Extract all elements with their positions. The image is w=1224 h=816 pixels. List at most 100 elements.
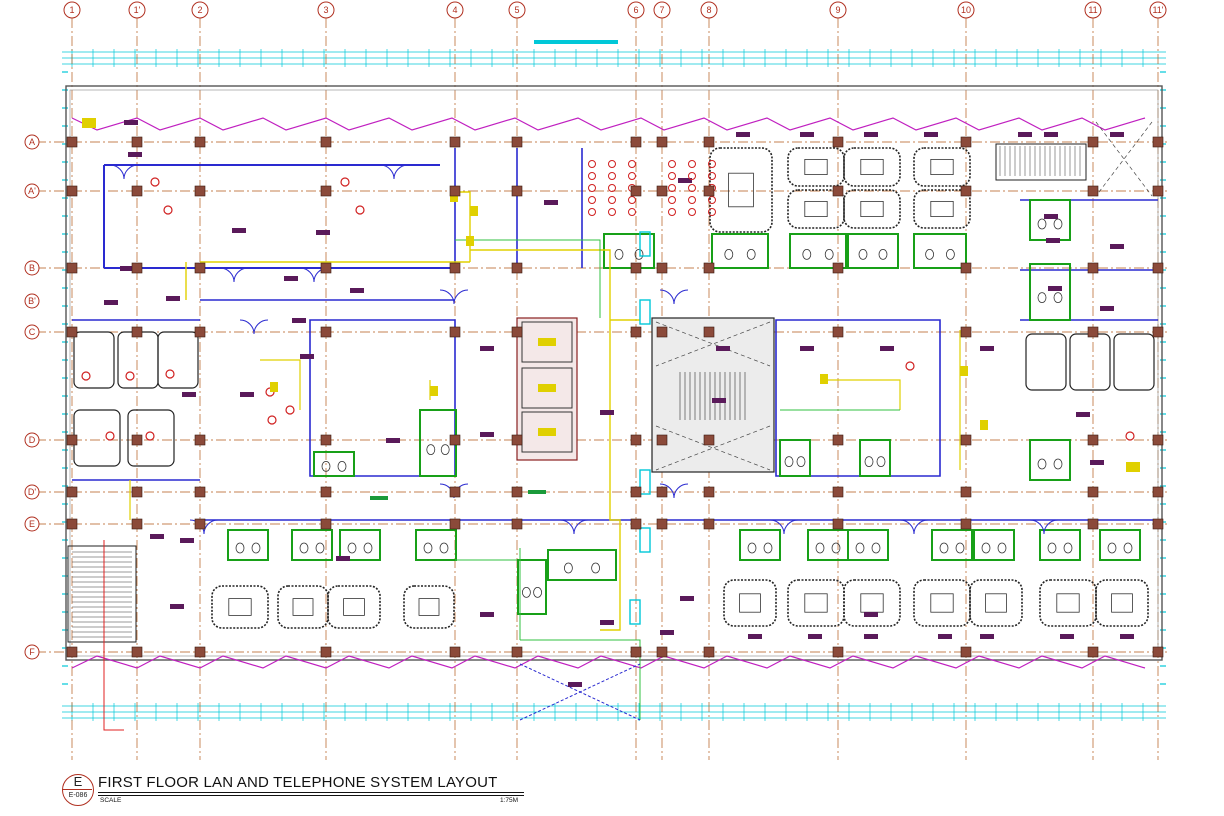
patient-bed <box>930 158 954 175</box>
seating-fixture <box>608 208 616 216</box>
double-door <box>899 519 929 535</box>
grid-bubble-column <box>1149 1 1167 19</box>
structural-column <box>703 136 715 148</box>
wc-fixture <box>347 542 357 554</box>
structural-column <box>703 518 715 530</box>
wc-fixture <box>802 248 812 260</box>
structural-column <box>656 326 668 338</box>
toilet-room <box>1029 199 1071 241</box>
telephone-run <box>455 239 900 411</box>
structural-column <box>1087 518 1099 530</box>
equipment-tag <box>1100 306 1114 311</box>
structural-column <box>66 434 78 446</box>
lift-tag <box>538 384 556 392</box>
structural-column <box>449 434 461 446</box>
structural-column <box>194 136 206 148</box>
equipment-tag <box>716 346 730 351</box>
structural-columns <box>66 136 1164 658</box>
electrical-fixture <box>905 361 915 371</box>
equipment-tag <box>980 346 994 351</box>
structural-column <box>449 646 461 658</box>
structural-column <box>194 434 206 446</box>
structural-column <box>320 262 332 274</box>
structural-column <box>703 646 715 658</box>
equipment-tag <box>1048 286 1062 291</box>
structural-column <box>194 646 206 658</box>
toilet-room <box>517 559 547 615</box>
toilet-room <box>931 529 973 561</box>
patient-bed <box>1111 593 1133 613</box>
grid-bubble-column-label: 9 <box>835 5 840 15</box>
structural-column <box>131 434 143 446</box>
toilet-room <box>1029 439 1071 481</box>
riser-line <box>103 540 124 731</box>
structural-column <box>194 185 206 197</box>
bed-bay <box>117 331 159 389</box>
structural-column <box>1152 518 1164 530</box>
toilet-room <box>547 549 617 581</box>
electrical-fixture <box>1125 431 1135 441</box>
bed-bay <box>277 585 329 629</box>
grid-bubble-column <box>653 1 671 19</box>
sheet-bubble-divider <box>62 789 92 790</box>
structural-column <box>66 262 78 274</box>
structural-column <box>131 646 143 658</box>
structural-column <box>511 136 523 148</box>
equipment-tag <box>150 534 164 539</box>
bed-bay <box>1113 333 1155 391</box>
sheet-reference-bubble <box>62 774 94 806</box>
wc-fixture <box>746 248 756 260</box>
toilet-room <box>711 233 769 269</box>
grid-bubble-column <box>128 1 146 19</box>
double-door <box>769 519 799 535</box>
grid-bubble-column <box>957 1 975 19</box>
equipment-tag <box>1110 244 1124 249</box>
structural-column <box>703 262 715 274</box>
grid-bubble-column <box>63 1 81 19</box>
data-outlet <box>820 374 828 384</box>
bed-bay <box>843 579 901 627</box>
equipment-tag <box>480 432 494 437</box>
double-door <box>1029 519 1059 535</box>
equipment-tag <box>712 398 726 403</box>
cable-tray <box>639 231 651 257</box>
structural-column <box>630 518 642 530</box>
seating-fixture <box>628 196 636 204</box>
seating-fixture <box>608 184 616 192</box>
toilet-room <box>807 529 849 561</box>
structural-column <box>960 486 972 498</box>
bed-bay <box>787 579 845 627</box>
structural-column <box>960 326 972 338</box>
data-outlet <box>466 236 474 246</box>
patient-bed <box>930 200 954 217</box>
seating-fixture <box>588 172 596 180</box>
seating-fixture <box>628 172 636 180</box>
structural-grid-lines <box>36 18 1170 760</box>
equipment-tag <box>808 634 822 639</box>
structural-column <box>832 518 844 530</box>
grid-bubble-column-label: 7 <box>659 5 664 15</box>
structural-column <box>703 326 715 338</box>
seating-fixture <box>668 172 676 180</box>
wc-fixture <box>423 542 433 554</box>
corridor-wall <box>72 299 1158 521</box>
electrical-fixture <box>267 415 277 425</box>
bed-bay <box>843 147 901 187</box>
bed-bay <box>403 585 455 629</box>
toilet-room <box>913 233 967 269</box>
patient-bed <box>343 598 365 616</box>
grid-bubble-column-label: 1' <box>134 5 141 15</box>
grid-bubble-row-label: A' <box>28 186 36 196</box>
structural-column <box>1087 262 1099 274</box>
equipment-tag <box>386 438 400 443</box>
patient-bed <box>1056 593 1080 613</box>
electrical-fixture <box>165 369 175 379</box>
patient-bed <box>728 172 754 208</box>
structural-column <box>320 646 332 658</box>
electrical-fixture <box>340 177 350 187</box>
toilet-room <box>415 529 457 561</box>
structural-column <box>1152 646 1164 658</box>
structural-column <box>131 185 143 197</box>
bed-bay <box>1095 579 1149 627</box>
seating-fixture <box>688 208 696 216</box>
